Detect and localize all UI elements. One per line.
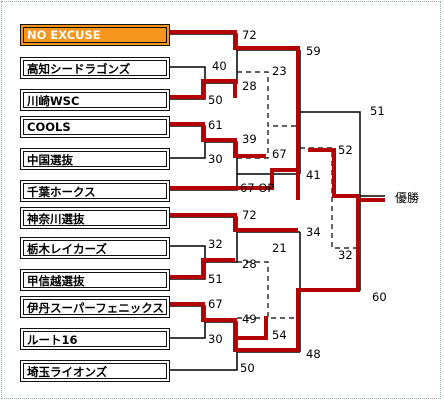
- score-label: 50: [240, 361, 255, 375]
- team-box-no-excuse: NO EXCUSE: [20, 24, 170, 46]
- team-name: 神奈川選抜: [27, 212, 85, 226]
- score-label: 50: [208, 93, 223, 107]
- team-box-cools: COOLS: [20, 116, 170, 138]
- score-label: 59: [306, 44, 321, 58]
- team-name: ルート16: [27, 333, 78, 347]
- score-label: 51: [208, 272, 223, 286]
- team-box-saitama: 埼玉ライオンズ: [20, 360, 170, 382]
- team-box-kochi: 高知シードラゴンズ: [20, 57, 170, 79]
- score-label: 21: [272, 241, 287, 255]
- team-box-chugoku: 中国選抜: [20, 148, 170, 170]
- team-name: 伊丹スーパーフェニックス: [27, 301, 164, 315]
- score-label: 30: [208, 152, 223, 166]
- team-box-kanagawa: 神奈川選抜: [20, 207, 170, 229]
- score-label: 39: [242, 132, 257, 146]
- score-label: 49: [242, 312, 257, 326]
- team-box-chiba: 千葉ホークス: [20, 180, 170, 202]
- team-name: 川崎WSC: [27, 94, 80, 108]
- score-label: 28: [242, 257, 257, 271]
- team-name: 栃木レイカーズ: [27, 242, 107, 256]
- team-box-kawasaki: 川崎WSC: [20, 89, 170, 111]
- team-box-koshinetsu: 甲信越選抜: [20, 269, 170, 291]
- score-label: 67: [272, 147, 287, 161]
- team-box-itami: 伊丹スーパーフェニックス: [20, 296, 170, 318]
- score-label: 60: [372, 290, 387, 304]
- team-name: 埼玉ライオンズ: [27, 365, 108, 379]
- score-label: 48: [306, 347, 321, 361]
- team-name: 甲信越選抜: [27, 274, 85, 288]
- score-label: 30: [208, 332, 223, 346]
- score-label: 52: [338, 143, 353, 157]
- score-label: 32: [338, 248, 353, 262]
- score-label: 67 OP: [240, 181, 275, 195]
- champion-label: 優勝: [395, 191, 420, 205]
- score-label: 72: [242, 208, 257, 222]
- score-label: 67: [208, 297, 223, 311]
- score-label: 51: [370, 104, 385, 118]
- team-name: 高知シードラゴンズ: [27, 62, 131, 76]
- team-box-tochigi: 栃木レイカーズ: [20, 237, 170, 259]
- score-label: 23: [272, 64, 287, 78]
- score-label: 34: [306, 225, 321, 239]
- team-name: NO EXCUSE: [27, 28, 101, 42]
- team-name: 千葉ホークス: [27, 185, 96, 199]
- score-label: 40: [212, 59, 227, 73]
- score-label: 72: [242, 28, 257, 42]
- team-box-route16: ルート16: [20, 328, 170, 350]
- score-label: 32: [208, 237, 223, 251]
- score-label: 41: [306, 168, 321, 182]
- team-name: COOLS: [27, 120, 71, 134]
- score-label: 28: [242, 79, 257, 93]
- score-label: 61: [208, 118, 223, 132]
- score-label: 54: [272, 328, 287, 342]
- team-name: 中国選抜: [27, 153, 73, 167]
